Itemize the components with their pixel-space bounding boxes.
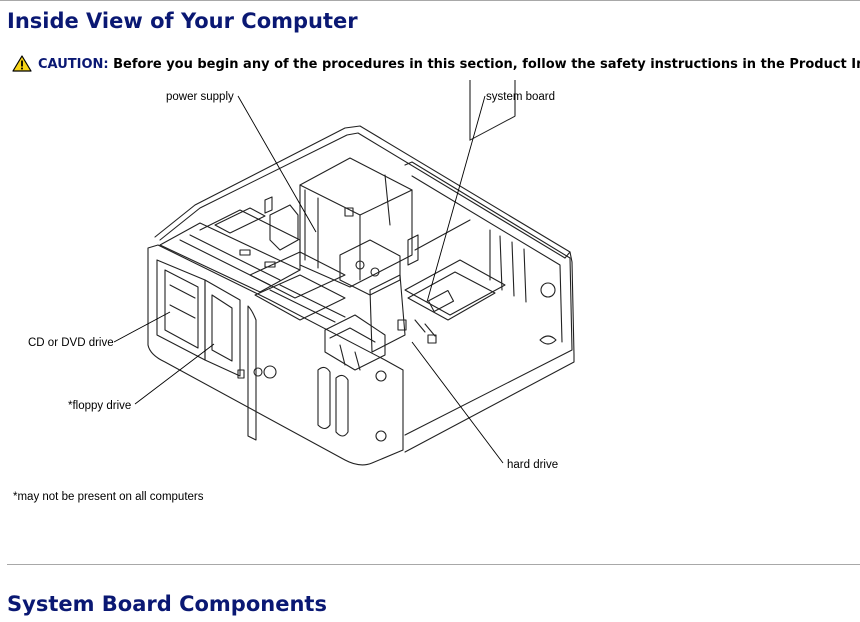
system-board-leader (426, 95, 486, 303)
computer-inside-view-diagram: power supply system board CD or DVD driv… (28, 80, 575, 471)
floppy-drive-leader (134, 343, 215, 405)
system-board-label: system board (486, 91, 555, 103)
figure-footnote: *may not be present on all computers (13, 491, 204, 503)
hard-drive-leader (411, 341, 504, 464)
hard-drive-cage (324, 239, 437, 371)
section-title-system-board-components: System Board Components (7, 592, 327, 616)
caution-triangle-icon (12, 55, 32, 72)
cd-dvd-drive-leader (113, 311, 171, 343)
caution-label: CAUTION: (38, 57, 109, 72)
page-title: Inside View of Your Computer (7, 9, 358, 33)
top-divider (0, 0, 860, 1)
section-divider (7, 564, 860, 565)
power-supply-label: power supply (166, 91, 234, 103)
system-board-area (404, 219, 506, 337)
chassis-frame (154, 80, 575, 453)
front-bezel (147, 244, 404, 466)
cd-dvd-drive-label: CD or DVD drive (28, 337, 114, 349)
hard-drive-label: hard drive (507, 459, 558, 471)
caution-notice: CAUTION: Before you begin any of the pro… (12, 55, 860, 75)
power-supply-leader (237, 95, 317, 233)
power-supply-unit (264, 157, 413, 288)
floppy-drive-label: *floppy drive (68, 400, 131, 412)
drive-bays (159, 207, 346, 323)
caution-text: Before you begin any of the procedures i… (113, 57, 860, 72)
